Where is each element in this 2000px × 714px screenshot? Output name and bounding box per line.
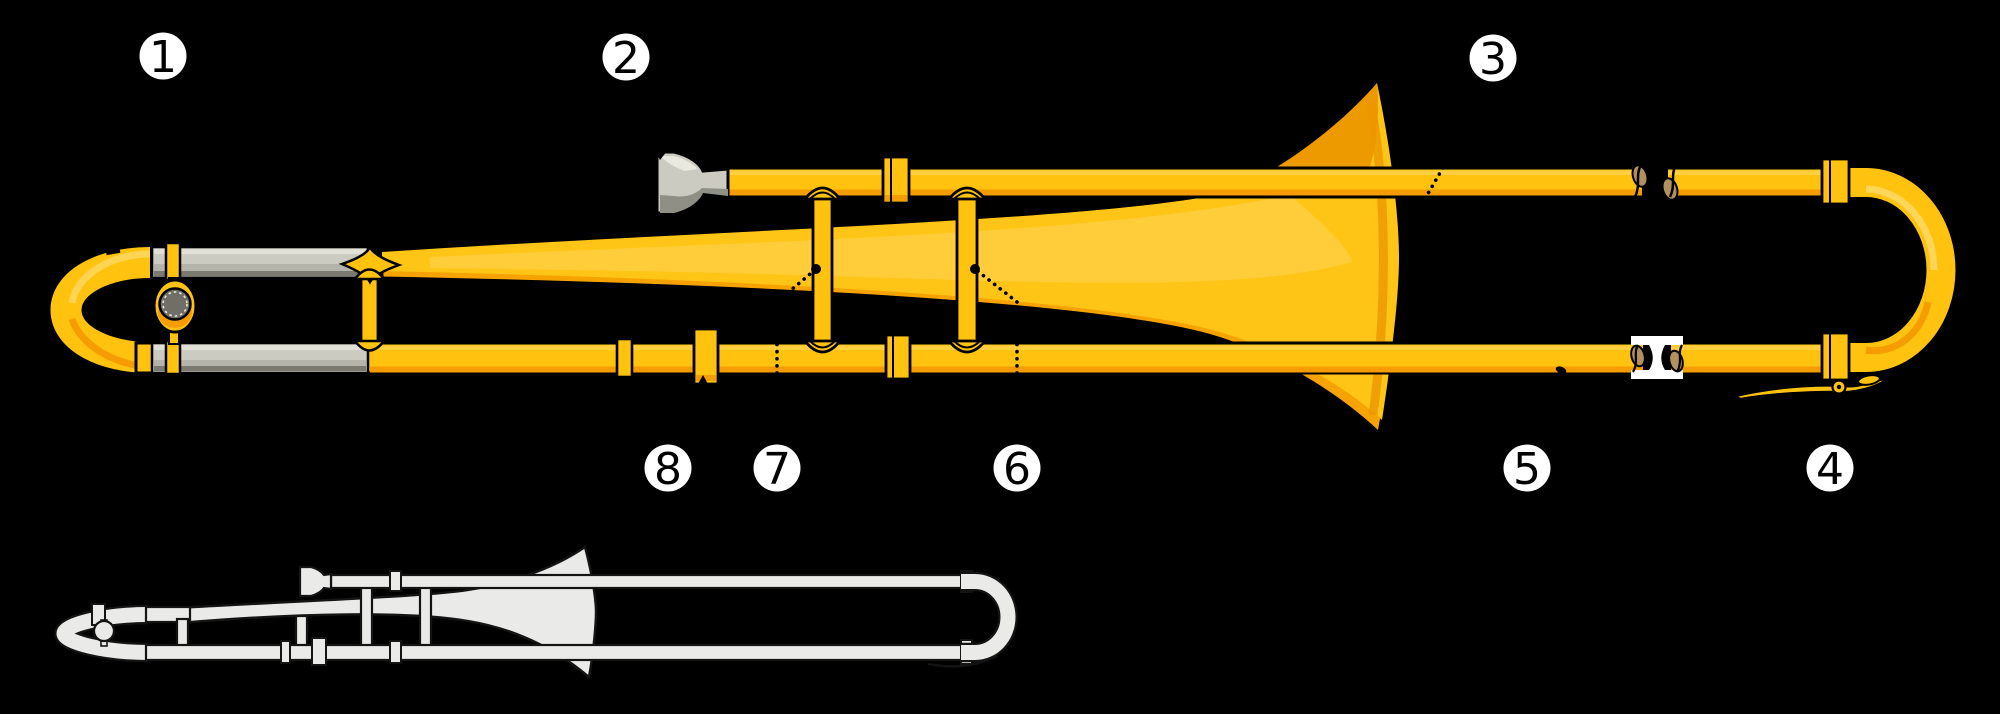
label-6-number: 6: [1003, 444, 1031, 495]
leader-lines: [112, 78, 1842, 446]
lower-tube-break-connector: [1630, 336, 1684, 379]
tuning-slide-sleeves: [150, 245, 370, 375]
leader-4: [1828, 390, 1842, 446]
upper-tube-ferrule: [881, 155, 911, 205]
label-badge-8: 8: [644, 444, 692, 495]
label-badge-2: 2: [602, 33, 650, 84]
mouthpiece: [655, 150, 730, 215]
label-badge-6: 6: [993, 444, 1041, 495]
bell: [380, 79, 1401, 436]
small-tuning-bow: [54, 604, 149, 663]
label-5-number: 5: [1513, 444, 1541, 495]
label-badge-7: 7: [753, 444, 801, 495]
small-lower-tube: [144, 643, 970, 662]
counterweight: [152, 241, 198, 376]
label-4-number: 4: [1816, 444, 1844, 495]
leader-5: [1525, 370, 1562, 446]
large-trombone-illustration: [47, 78, 1959, 446]
label-badge-1: 1: [139, 32, 187, 83]
leader-8: [666, 382, 702, 446]
water-key-lever: [1733, 375, 1892, 401]
slide-receiver-ferrule-small: [615, 337, 634, 379]
upper-tube-break: [1631, 162, 1679, 201]
water-key-cup: [1857, 374, 1881, 386]
leader-1: [112, 78, 165, 254]
label-badges: 1 2 3 4 5 6 7 8: [139, 32, 1854, 495]
leader-anchor-dots: [811, 228, 1567, 374]
label-2-number: 2: [612, 33, 640, 84]
brace-saddles: [352, 186, 988, 354]
bow-lower-ferrule: [1820, 331, 1851, 382]
label-badge-3: 3: [1469, 34, 1517, 85]
ferrules: [615, 155, 1851, 386]
label-7-number: 7: [763, 444, 791, 495]
small-mouthpiece: [298, 565, 333, 598]
leader-2: [624, 79, 662, 156]
lower-slide-tube: [134, 341, 1828, 375]
label-8-number: 8: [654, 444, 682, 495]
leader-6: [973, 267, 1019, 446]
label-1-number: 1: [149, 32, 177, 83]
slide-bow: [1838, 165, 1959, 375]
slide-lock-collar: [692, 327, 720, 386]
small-trombone-outline: [54, 545, 1018, 680]
label-badge-5: 5: [1503, 444, 1551, 495]
small-bell: [184, 545, 598, 680]
lower-tube-ferrule: [884, 333, 912, 381]
bell-stay: [359, 275, 380, 347]
tuning-slide-bow: [47, 244, 151, 376]
label-3-number: 3: [1479, 34, 1507, 85]
small-upper-tube: [329, 573, 970, 590]
leader-3: [1403, 80, 1495, 235]
small-water-key: [927, 654, 998, 668]
bow-upper-ferrule: [1820, 157, 1851, 206]
small-counterweight: [92, 619, 116, 647]
label-badge-4: 4: [1806, 444, 1854, 495]
small-slide-bow: [961, 571, 1018, 663]
leader-7: [775, 267, 818, 446]
water-key: [1733, 374, 1892, 401]
label-8-anchor-notch: [698, 375, 708, 384]
